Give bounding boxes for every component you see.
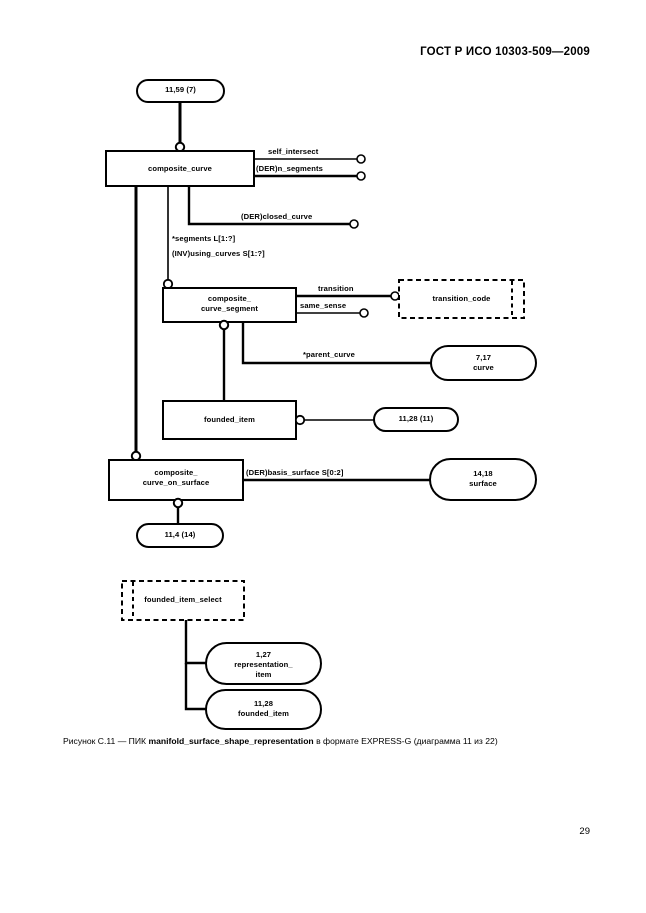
- ref-circle-founded-item: [294, 414, 306, 426]
- attr-label-parent-curve: *parent_curve: [303, 350, 355, 359]
- supertype-circle-on-surface-bottom: [172, 497, 184, 509]
- page-entity-box-surface-14-18: [429, 458, 537, 501]
- entity-box-founded-item: [162, 400, 297, 440]
- attr-label-self-intersect: self_intersect: [268, 147, 319, 156]
- attr-label-inv-using-curves: (INV)using_curves S[1:?]: [172, 249, 265, 258]
- attr-label-segments: *segments L[1:?]: [172, 234, 236, 243]
- page-ref-box-top: [136, 79, 225, 103]
- attr-endpoint-segments: [162, 278, 174, 290]
- attr-endpoint-der-closed-curve: [349, 219, 359, 229]
- supertype-circle-on-surface: [130, 450, 142, 462]
- page-entity-box-representation-item: [205, 642, 322, 685]
- caption-entity-name: manifold_surface_shape_representation: [148, 736, 314, 746]
- attr-line-der-closed-curve: [187, 186, 350, 226]
- attr-endpoint-transition: [390, 291, 400, 301]
- supertype-circle-curve-segment: [218, 319, 230, 331]
- page-entity-box-curve-7-17: [430, 345, 537, 381]
- diagram-graphics: [105, 79, 537, 730]
- entity-box-composite-curve-on-surface: [108, 459, 244, 501]
- entity-box-composite-curve: [105, 150, 255, 187]
- figure-caption: Рисунок С.11 — ПИК manifold_surface_shap…: [63, 735, 593, 747]
- connector-select-to-representation-item: [184, 620, 206, 665]
- page-ref-box-11-28-11: [373, 407, 459, 432]
- page-ref-box-11-4-14: [136, 523, 224, 548]
- caption-suffix: в формате EXPRESS-G (диаграмма 11 из 22): [313, 736, 498, 746]
- express-g-diagram: 11,59 (7) 11,28 (11) 11,4 (14) composite…: [105, 79, 537, 730]
- attr-label-der-closed-curve: (DER)closed_curve: [241, 212, 313, 221]
- type-box-transition-code: [398, 279, 525, 319]
- type-box-founded-item-select: [121, 580, 245, 621]
- connector-select-to-founded-item: [184, 663, 206, 711]
- entity-box-composite-curve-segment: [162, 287, 297, 323]
- attr-label-der-n-segments: (DER)n_segments: [256, 164, 323, 173]
- attr-endpoint-self-intersect: [356, 154, 366, 164]
- attr-endpoint-same-sense: [359, 308, 369, 318]
- attr-endpoint-der-n-segments: [356, 171, 366, 181]
- attr-label-der-basis-surface: (DER)basis_surface S[0:2]: [246, 468, 344, 477]
- attr-label-transition: transition: [318, 284, 354, 293]
- page-entity-box-founded-item-11-28: [205, 689, 322, 730]
- page-number: 29: [579, 826, 590, 837]
- caption-prefix: Рисунок С.11 — ПИК: [63, 736, 149, 746]
- supertype-circle-composite-curve-top: [174, 141, 186, 153]
- standard-header: ГОСТ Р ИСО 10303-509—2009: [420, 46, 590, 58]
- attr-line-parent-curve: [241, 322, 431, 365]
- attr-label-same-sense: same_sense: [300, 301, 347, 310]
